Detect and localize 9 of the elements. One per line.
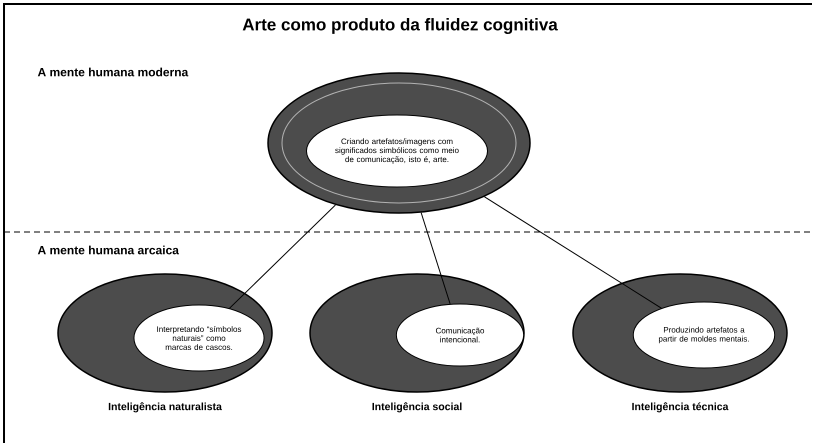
- node-label: Inteligência técnica: [632, 402, 728, 412]
- section-label: A mente humana arcaica: [38, 246, 179, 254]
- node-label: Inteligência social: [372, 402, 462, 412]
- connector-line: [420, 212, 451, 304]
- node-label: Inteligência naturalista: [108, 402, 222, 412]
- section-label: A mente humana moderna: [38, 68, 188, 76]
- connector-line: [228, 204, 336, 309]
- title: Arte como produto da fluidez cognitiva: [242, 18, 558, 34]
- connector-line: [484, 196, 662, 309]
